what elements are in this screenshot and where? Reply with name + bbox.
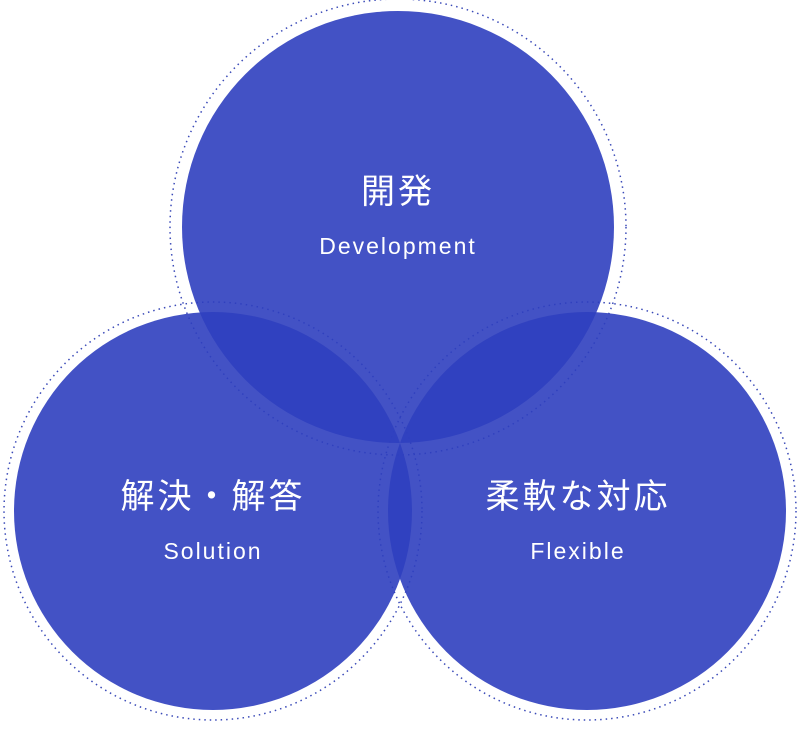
flexible-ring xyxy=(377,301,797,721)
solution-circle xyxy=(14,312,412,710)
flexible-circle xyxy=(388,312,786,710)
solution-subtitle: Solution xyxy=(163,538,263,564)
flexible-label: 柔軟な対応 Flexible xyxy=(486,477,671,565)
flexible-subtitle: Flexible xyxy=(530,538,626,564)
solution-title: 解決・解答 xyxy=(120,477,306,517)
development-subtitle: Development xyxy=(319,233,477,259)
development-title: 開発 xyxy=(361,172,435,212)
solution-label: 解決・解答 Solution xyxy=(121,477,306,565)
development-label: 開発 Development xyxy=(319,172,477,260)
flexible-title: 柔軟な対応 xyxy=(485,477,671,517)
